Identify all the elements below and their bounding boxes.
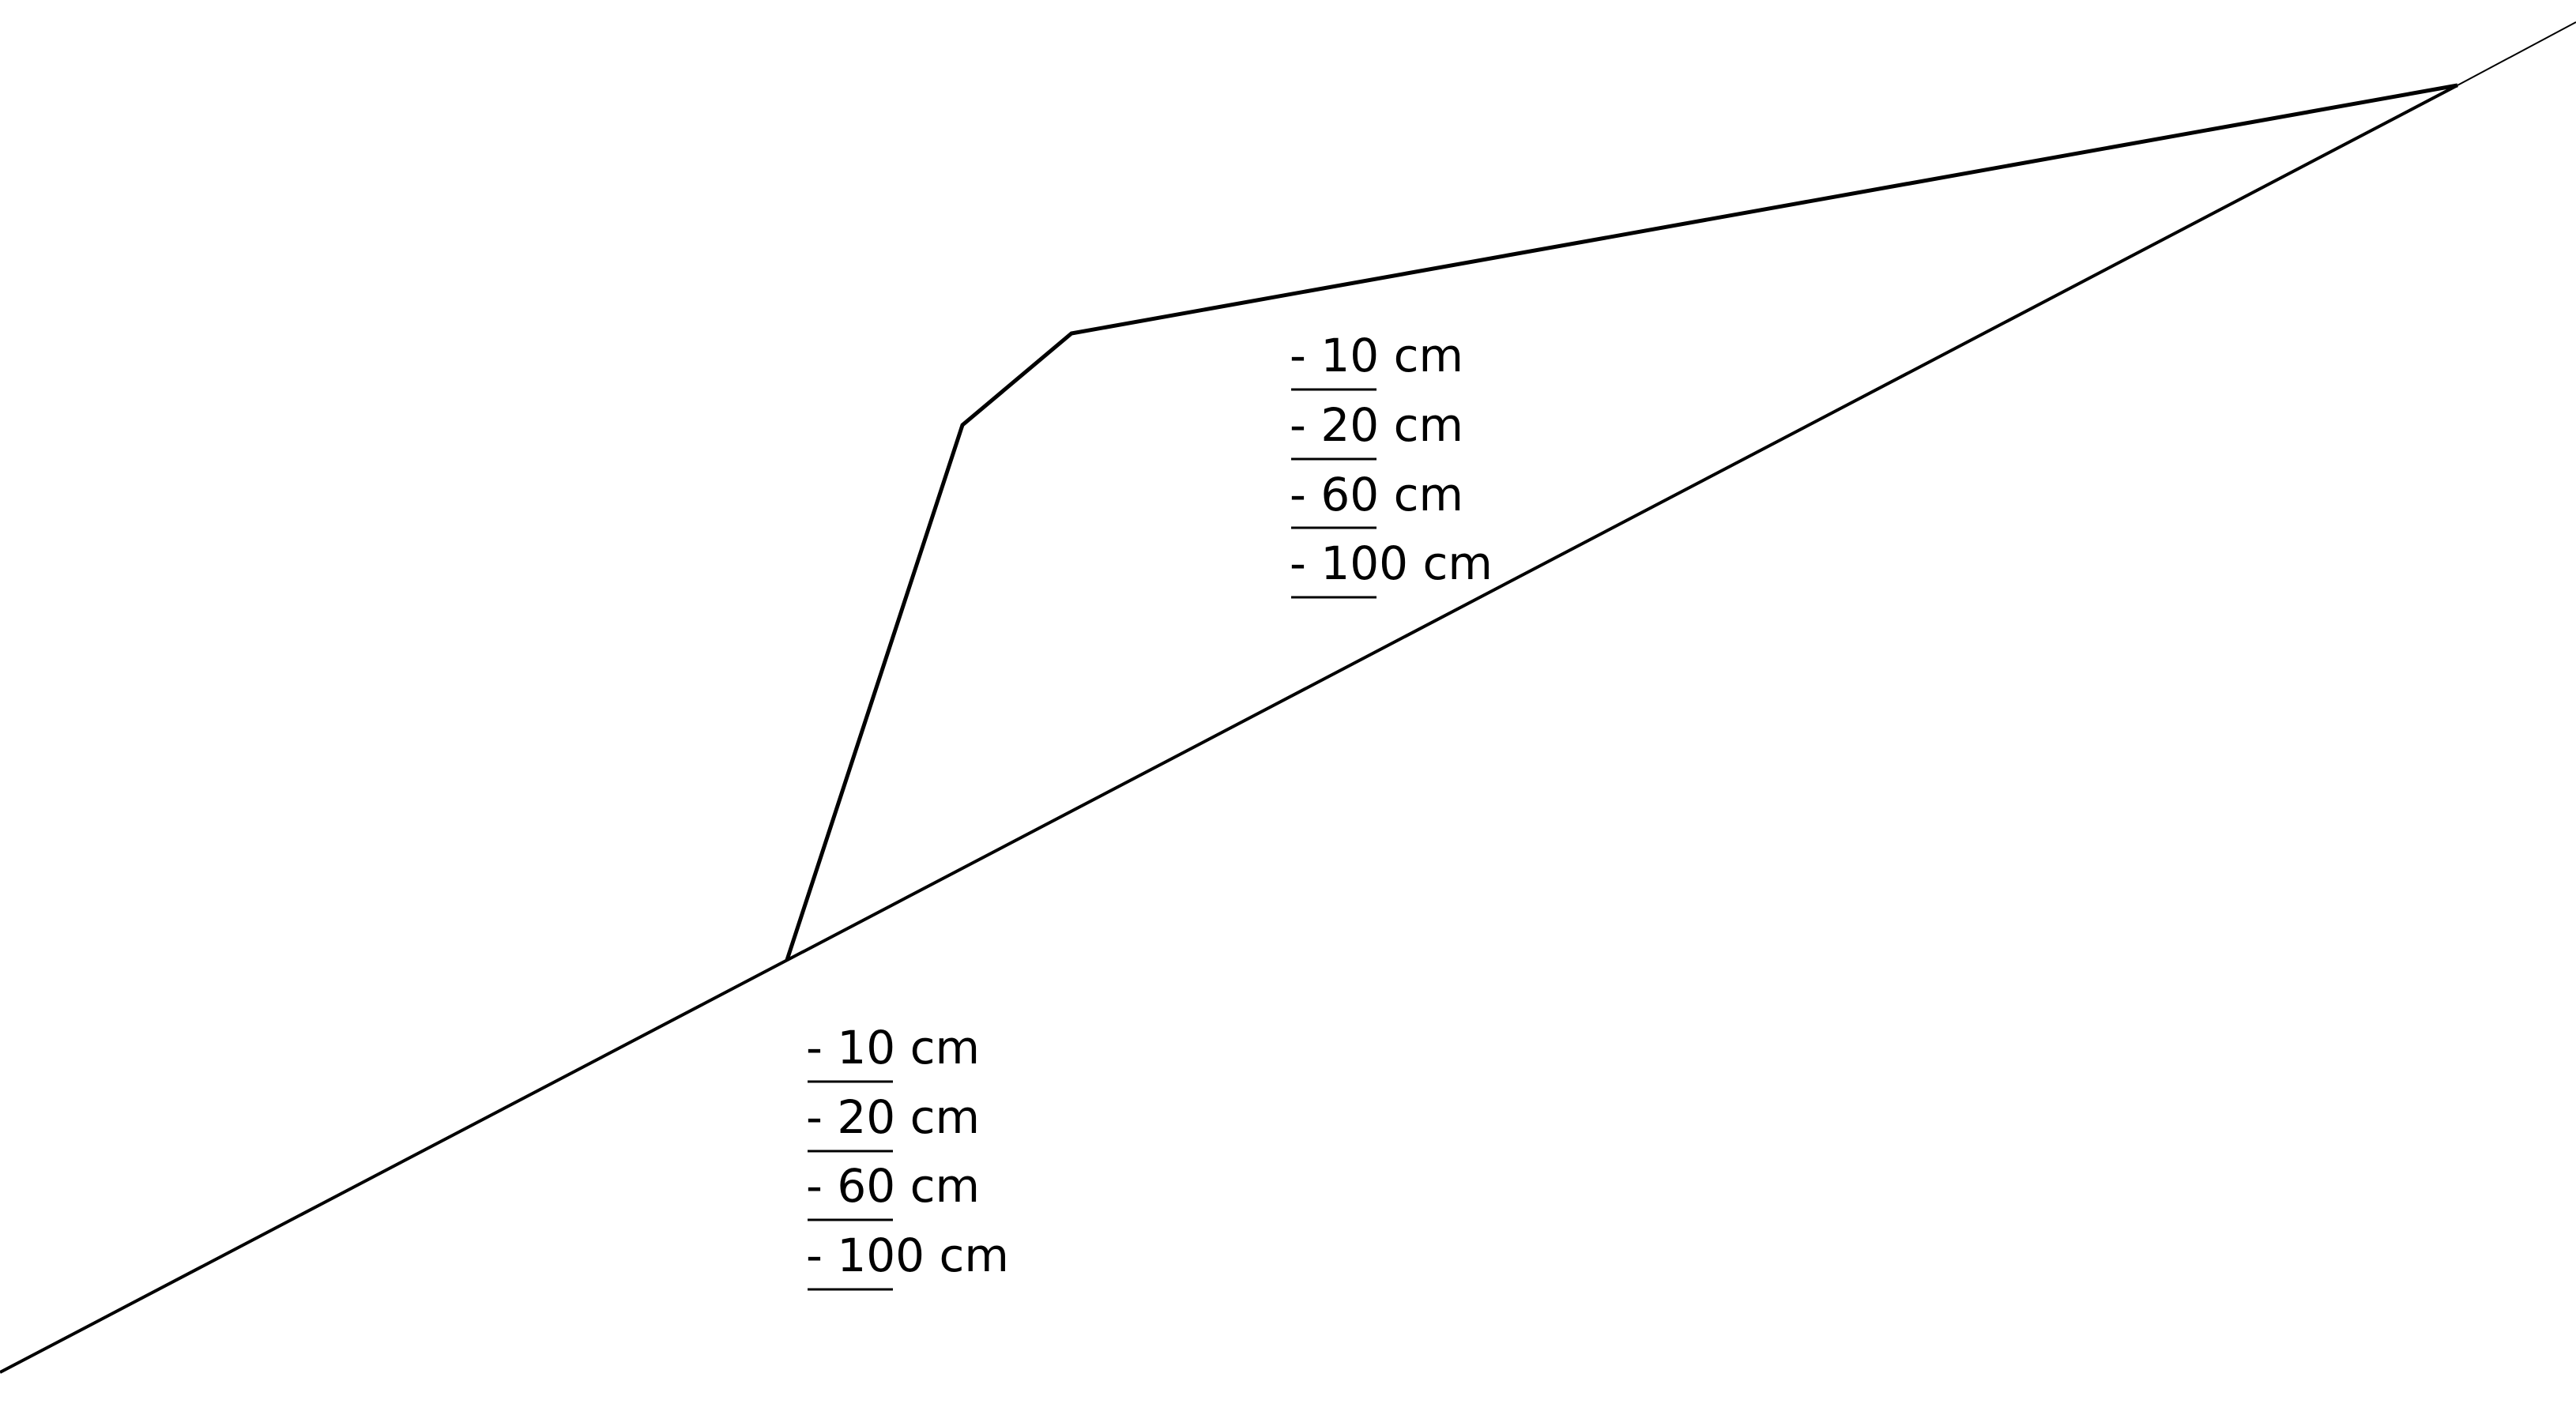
lower-depth-label-10: - 10 cm bbox=[806, 1021, 980, 1074]
deposit-profile-outline bbox=[785, 83, 2458, 961]
upper-depth-label-20: - 20 cm bbox=[1290, 398, 1463, 452]
lower-depth-label-100: - 100 cm bbox=[806, 1229, 1009, 1282]
lower-depth-label-60: - 60 cm bbox=[806, 1159, 980, 1213]
lower-depth-label-20: - 20 cm bbox=[806, 1090, 980, 1144]
upper-depth-scale: - 10 cm - 20 cm - 60 cm - 100 cm bbox=[1290, 329, 1493, 599]
upper-depth-label-100: - 100 cm bbox=[1290, 536, 1493, 590]
lower-depth-scale: - 10 cm - 20 cm - 60 cm - 100 cm bbox=[806, 1021, 1009, 1291]
ground-slope-line bbox=[0, 84, 2458, 1374]
upper-depth-label-60: - 60 cm bbox=[1290, 468, 1463, 521]
upper-depth-label-10: - 10 cm bbox=[1290, 329, 1463, 382]
ground-slope-extension bbox=[2457, 21, 2576, 86]
